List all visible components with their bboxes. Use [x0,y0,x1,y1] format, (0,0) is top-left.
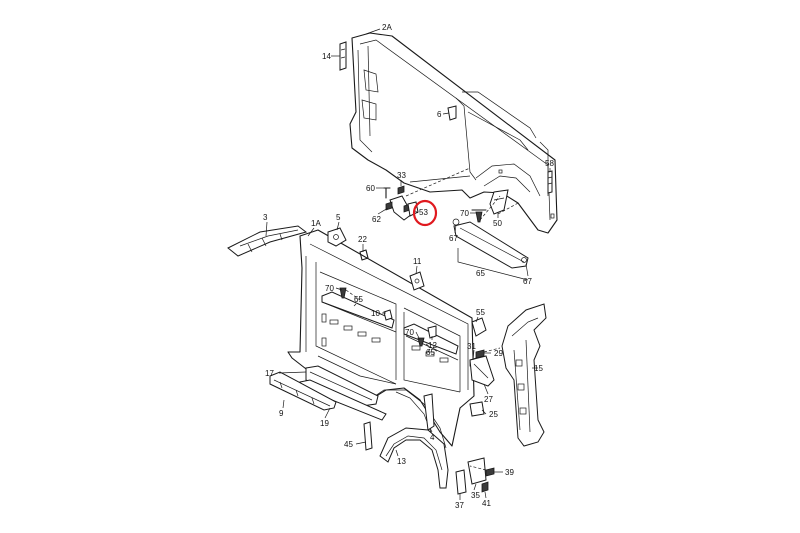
part-6 [447,105,457,121]
callout-13: 13 [397,457,406,466]
part-55 [471,317,487,337]
callout-53: 53 [419,208,428,217]
part-15-rear-pillar [501,303,547,447]
bolt-39 [485,467,495,477]
part-37 [455,469,467,495]
side-panel-2a [349,32,558,234]
callout-9: 9 [279,409,284,418]
part-14 [339,41,347,71]
callout-58: 58 [545,159,554,168]
callout-4: 4 [430,433,435,442]
wheel-arch-13 [379,427,449,489]
sill-strip-65-upper [452,218,529,269]
callout-29: 29 [494,349,503,358]
callout-15: 15 [534,364,543,373]
part-58 [547,170,553,194]
callout-50: 50 [493,219,502,228]
part-27 [469,355,495,387]
callout-3: 3 [263,213,268,222]
callout-17: 17 [265,369,274,378]
callout-67-right: 67 [523,277,532,286]
part-35 [467,457,487,485]
part-50 [489,189,509,215]
part-45 [363,421,373,451]
part-3-pillar [227,225,308,257]
callout-labels: 2A 14 6 58 33 60 62 53 70 50 67 65 67 3 … [263,23,554,510]
part-10 [383,309,393,321]
callout-31: 31 [467,342,476,351]
strip-65-left [321,291,395,329]
strip-9 [269,371,337,411]
callout-12: 12 [428,341,437,350]
bracket-group-33-60-62 [383,185,413,221]
callout-19: 19 [320,419,329,428]
callout-41: 41 [482,499,491,508]
callout-22: 22 [358,235,367,244]
callout-6: 6 [437,110,442,119]
highlight-circle-53 [412,199,438,227]
part-12 [427,325,437,339]
callout-2a: 2A [382,23,392,32]
callout-70-upper: 70 [460,209,469,218]
callout-10: 10 [371,309,380,318]
callout-62: 62 [372,215,381,224]
callout-70-right: 70 [405,328,414,337]
sill-17-19 [299,365,387,421]
callout-65-right: 65 [426,348,435,357]
callout-35: 35 [471,491,480,500]
clip-70-upper [475,211,483,223]
callout-60: 60 [366,184,375,193]
part-4 [423,393,435,431]
assembly-dashes [345,167,521,471]
part-25 [469,401,485,417]
callout-37: 37 [455,501,464,510]
strip-65-right [403,323,459,355]
callout-25: 25 [489,410,498,419]
callout-1a: 1A [311,219,321,228]
callout-67-left: 67 [449,234,458,243]
callout-45: 45 [344,440,353,449]
callout-65-left: 65 [354,295,363,304]
callout-5: 5 [336,213,341,222]
bolt-41 [481,481,489,493]
callout-55: 55 [476,308,485,317]
callout-39: 39 [505,468,514,477]
part-11 [409,271,425,291]
bolt-22 [359,249,369,261]
callout-27: 27 [484,395,493,404]
clip-70-left [339,287,347,299]
callout-11: 11 [413,257,422,266]
callout-33: 33 [397,171,406,180]
callout-14: 14 [322,52,331,61]
callout-65-upper: 65 [476,269,485,278]
callout-70-left: 70 [325,284,334,293]
leader-lines [265,28,551,500]
clip-70-right [417,337,425,347]
part-5 [327,227,347,247]
